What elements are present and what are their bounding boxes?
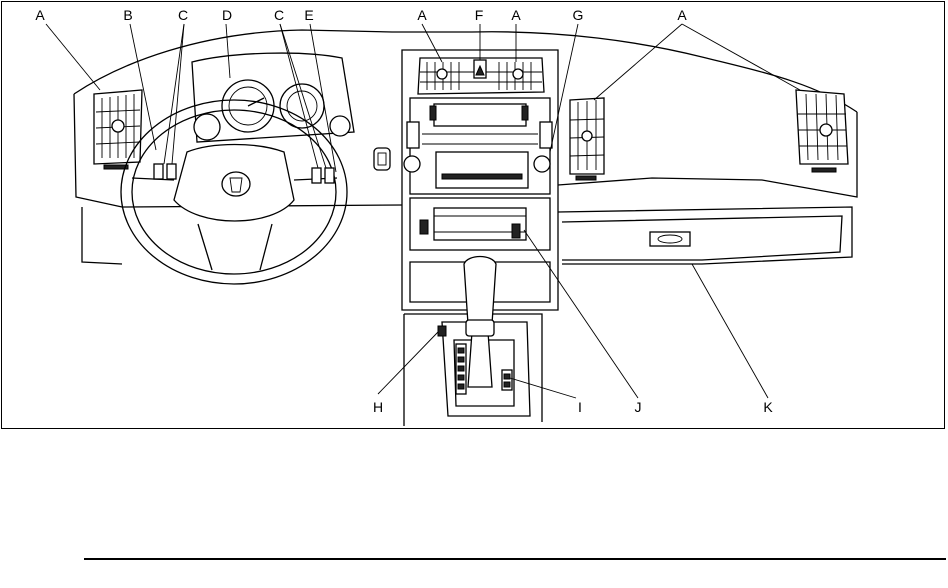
ignition-switch <box>374 148 390 170</box>
glove-box <box>562 216 842 260</box>
callout-i: I <box>578 400 582 414</box>
callout-a-center-right: A <box>511 8 520 22</box>
vent-right-center <box>570 98 604 180</box>
dashboard-lower-left <box>82 207 122 264</box>
callout-e: E <box>304 8 313 22</box>
callout-h: H <box>373 400 383 414</box>
dashboard-diagram: A B C D C E A F A G A H I J K <box>1 1 945 429</box>
callout-b: B <box>123 8 132 22</box>
vent-left-outer <box>94 90 142 169</box>
instrument-cluster <box>192 53 354 142</box>
callout-c-left: C <box>178 8 188 22</box>
callout-d: D <box>222 8 232 22</box>
callout-a-left-vent: A <box>35 8 44 22</box>
dashboard-lower-right <box>558 207 852 264</box>
callout-a-center-left: A <box>417 8 426 22</box>
bottom-divider <box>84 558 946 560</box>
dashboard-illustration <box>2 2 945 429</box>
callout-c-right: C <box>274 8 284 22</box>
callout-j: J <box>635 400 642 414</box>
vent-right-outer <box>796 90 848 172</box>
callout-a-right-vents: A <box>677 8 686 22</box>
callout-k: K <box>763 400 772 414</box>
callout-f: F <box>475 8 484 22</box>
callout-g: G <box>573 8 584 22</box>
